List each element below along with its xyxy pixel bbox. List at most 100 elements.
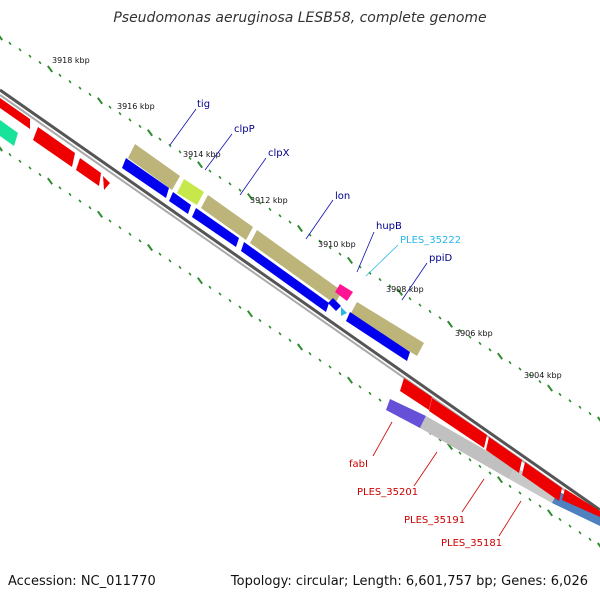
tick-mark bbox=[588, 411, 592, 416]
gene-label-PLES_35201[interactable]: PLES_35201 bbox=[357, 487, 418, 498]
tick-mark bbox=[46, 65, 54, 73]
gene-label-PLES_35191[interactable]: PLES_35191 bbox=[404, 515, 465, 526]
feature-hupB[interactable] bbox=[328, 298, 341, 311]
tick-mark bbox=[38, 172, 42, 177]
tick-mark bbox=[328, 365, 332, 369]
tick-mark bbox=[368, 391, 372, 396]
tick-mark bbox=[168, 259, 172, 263]
feature-fabI[interactable] bbox=[386, 399, 426, 428]
tick-mark bbox=[58, 73, 62, 77]
operon-clpX[interactable] bbox=[201, 195, 253, 240]
ticks-outer-dotted bbox=[0, 35, 600, 422]
tick-label: 3916 kbp bbox=[117, 102, 155, 111]
tick-label: 3908 kbp bbox=[386, 285, 424, 294]
feature-red-4[interactable] bbox=[103, 176, 110, 190]
tick-label: 3914 kbp bbox=[183, 150, 221, 159]
operon-tig[interactable] bbox=[128, 144, 180, 190]
topology-text: Topology: circular; Length: 6,601,757 bp… bbox=[230, 574, 588, 589]
gene-label-lon[interactable]: lon bbox=[335, 191, 350, 202]
tick-mark bbox=[196, 161, 204, 169]
tick-mark bbox=[546, 509, 554, 517]
gene-label-tig[interactable]: tig bbox=[197, 99, 210, 110]
gene-label-ppiD[interactable]: ppiD bbox=[429, 253, 452, 264]
tick-mark bbox=[108, 105, 112, 109]
feature-clpX[interactable] bbox=[192, 208, 239, 247]
tick-label: 3912 kbp bbox=[250, 196, 288, 205]
gene-label-PLES_35181[interactable]: PLES_35181 bbox=[441, 538, 502, 549]
tick-mark bbox=[78, 199, 82, 203]
feature-red-1[interactable] bbox=[0, 98, 30, 129]
tick-mark bbox=[258, 201, 262, 205]
tick-mark bbox=[78, 86, 82, 90]
feature-clpP[interactable] bbox=[169, 192, 191, 214]
feature-PLES_35191[interactable] bbox=[509, 467, 558, 503]
feature-red-6[interactable] bbox=[429, 398, 487, 448]
tick-mark bbox=[528, 373, 532, 377]
gene-label-PLES_35222[interactable]: PLES_35222 bbox=[400, 235, 461, 246]
ticks-inner-dotted bbox=[0, 146, 600, 548]
accession-text: Accession: NC_011770 bbox=[8, 574, 156, 589]
tick-mark bbox=[28, 54, 32, 58]
tick-mark bbox=[468, 335, 472, 339]
feature-tig[interactable] bbox=[122, 158, 169, 198]
tick-mark bbox=[8, 41, 12, 46]
leader-line bbox=[204, 133, 233, 171]
tick-mark bbox=[478, 464, 482, 469]
feature-ppiD[interactable] bbox=[346, 312, 410, 361]
tick-mark bbox=[346, 256, 354, 265]
tick-mark bbox=[228, 182, 232, 186]
tick-mark bbox=[158, 137, 162, 141]
leader-line bbox=[372, 421, 393, 457]
tick-mark bbox=[296, 224, 304, 233]
operon-ppiD[interactable] bbox=[350, 302, 424, 356]
tick-mark bbox=[118, 225, 122, 230]
feature-PLES_35222[interactable] bbox=[341, 307, 347, 316]
tick-mark bbox=[438, 316, 442, 320]
tick-mark bbox=[138, 239, 142, 243]
feature-red-5[interactable] bbox=[400, 378, 432, 410]
leader-line bbox=[169, 108, 197, 146]
feature-hupB-pink[interactable] bbox=[335, 284, 353, 301]
leader-line bbox=[461, 478, 485, 513]
gene-label-clpX[interactable]: clpX bbox=[268, 148, 290, 159]
tick-label: 3904 kbp bbox=[524, 371, 562, 380]
gene-label-fabI[interactable]: fabI bbox=[349, 459, 368, 470]
feature-PLES_35201[interactable] bbox=[420, 416, 515, 479]
tick-mark bbox=[328, 245, 332, 250]
tick-mark bbox=[88, 206, 92, 210]
feature-lon[interactable] bbox=[241, 242, 329, 312]
gene-label-hupB[interactable]: hupB bbox=[376, 221, 402, 232]
tick-mark bbox=[18, 48, 22, 52]
feature-green[interactable] bbox=[0, 120, 18, 146]
feature-red-9[interactable] bbox=[562, 489, 600, 517]
tick-mark bbox=[178, 265, 182, 270]
feature-red-7[interactable] bbox=[486, 437, 522, 473]
tick-mark bbox=[468, 458, 472, 462]
leader-line bbox=[401, 262, 428, 301]
tick-mark bbox=[446, 320, 454, 328]
operon-clpP[interactable] bbox=[177, 179, 204, 205]
leader-line bbox=[365, 244, 399, 277]
operon-lon[interactable] bbox=[250, 230, 342, 304]
leader-line bbox=[498, 500, 522, 537]
tick-mark bbox=[278, 332, 282, 336]
tick-mark bbox=[458, 451, 462, 455]
tick-mark bbox=[146, 129, 154, 137]
tick-mark bbox=[38, 60, 42, 65]
tick-mark bbox=[268, 325, 272, 329]
feature-red-3[interactable] bbox=[76, 158, 101, 186]
tick-mark bbox=[488, 348, 492, 352]
tick-mark bbox=[18, 159, 22, 163]
tick-mark bbox=[408, 297, 412, 301]
gene-label-clpP[interactable]: clpP bbox=[234, 124, 255, 135]
tick-mark bbox=[218, 292, 222, 296]
tick-mark bbox=[318, 239, 322, 243]
feature-red-2[interactable] bbox=[33, 127, 75, 167]
tick-mark bbox=[496, 352, 504, 360]
tick-mark bbox=[378, 277, 382, 282]
feature-red-8[interactable] bbox=[522, 462, 562, 501]
backbone-outer bbox=[0, 88, 600, 512]
tick-mark bbox=[196, 277, 204, 285]
tick-mark bbox=[108, 219, 112, 223]
